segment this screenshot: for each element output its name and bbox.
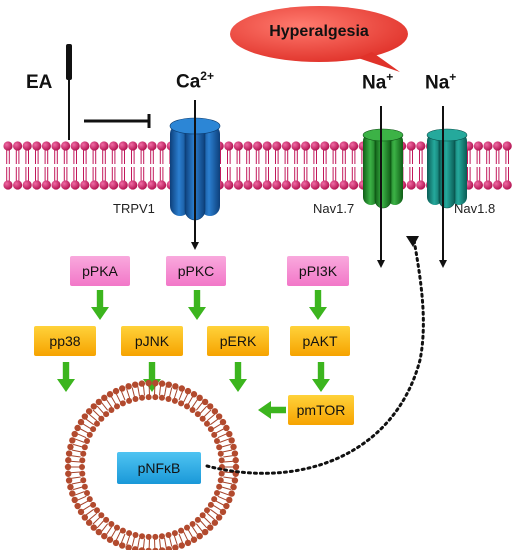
green-arrow: [188, 290, 206, 320]
ppkc-box: pPKC: [166, 256, 226, 286]
green-arrow: [229, 362, 247, 392]
needle-icon: [66, 44, 72, 140]
nav1-8-channel: [426, 128, 468, 209]
perk-box: pERK: [207, 326, 269, 356]
green-arrow: [258, 401, 286, 419]
calcium-ion-label: Ca2+: [176, 69, 214, 93]
nav1-7-channel: [362, 128, 404, 209]
inhibition-arrow: [84, 114, 151, 128]
ppi3k-box: pPI3K: [287, 256, 349, 286]
green-arrow: [57, 362, 75, 392]
pakt-box: pAKT: [290, 326, 350, 356]
green-arrow: [143, 362, 161, 392]
ion-arrows: [191, 100, 447, 268]
pjnk-box: pJNK: [121, 326, 183, 356]
hyperalgesia-label: Hyperalgesia: [269, 23, 369, 40]
ea-label: EA: [26, 72, 53, 93]
sodium-ion-label-1: Na+: [362, 70, 394, 94]
sodium-ion-label-2: Na+: [425, 70, 457, 94]
nav1-7-label: Nav1.7: [313, 201, 355, 216]
green-arrow: [309, 290, 327, 320]
pp38-box: pp38: [34, 326, 96, 356]
pmtor-box: pmTOR: [288, 395, 354, 425]
trpv1-label: TRPV1: [113, 201, 155, 216]
green-arrow: [312, 362, 330, 392]
nucleus-vesicle: [64, 379, 240, 550]
pnfkb-box: pNFκB: [117, 452, 201, 484]
ppka-box: pPKA: [70, 256, 130, 286]
feedback-arrow: [205, 236, 425, 475]
nav1-8-label: Nav1.8: [454, 201, 496, 216]
hyperalgesia-bubble: [230, 6, 408, 72]
green-arrow: [91, 290, 109, 320]
